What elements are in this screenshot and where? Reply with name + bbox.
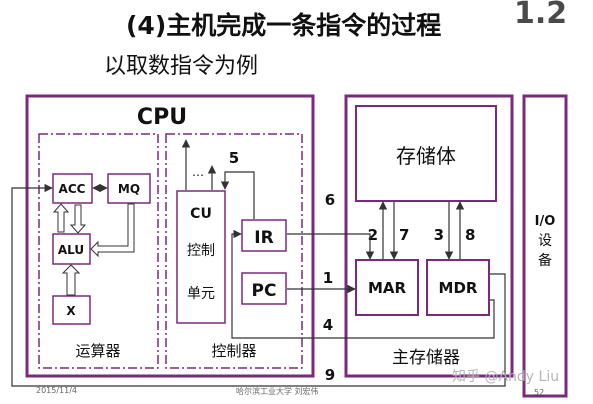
ir-label: IR bbox=[254, 228, 273, 248]
cu-ellipsis: … bbox=[192, 165, 204, 179]
step8-label: 8 bbox=[465, 226, 475, 244]
io-label-line3: 备 bbox=[538, 252, 552, 269]
control-group-frame bbox=[165, 133, 303, 369]
alu-group-frame bbox=[38, 133, 159, 369]
watermark: 知乎 @Andy Liu bbox=[452, 369, 560, 385]
alu-acc-down-arrow bbox=[69, 204, 87, 234]
memory-label: 主存储器 bbox=[392, 348, 460, 368]
acc-label: ACC bbox=[59, 182, 86, 196]
mdr-register bbox=[426, 259, 490, 316]
mar-label: MAR bbox=[368, 279, 407, 297]
step5-path bbox=[220, 171, 255, 219]
step6-label: 6 bbox=[325, 191, 335, 209]
memory-frame bbox=[344, 94, 514, 378]
footer-date: 2015/11/4 bbox=[36, 386, 78, 395]
x-label: X bbox=[66, 304, 76, 318]
step4-label: 4 bbox=[323, 316, 333, 334]
mq-register bbox=[107, 173, 151, 204]
storage-body-label: 存储体 bbox=[396, 144, 456, 168]
cu-unit bbox=[176, 190, 226, 324]
step3-label: 3 bbox=[434, 226, 444, 244]
step4-path bbox=[231, 229, 495, 339]
step9-path bbox=[11, 183, 506, 387]
footer-page: 52 bbox=[534, 388, 545, 397]
x-register bbox=[52, 295, 91, 325]
slide-subtitle: 以取数指令为例 bbox=[104, 54, 259, 79]
cu-desc-1: 控制 bbox=[187, 243, 215, 259]
slide-title: (4)主机完成一条指令的过程 bbox=[126, 11, 442, 40]
alu-unit bbox=[52, 233, 91, 265]
acc-register bbox=[52, 173, 93, 204]
step5-label: 5 bbox=[229, 149, 239, 167]
cu-desc-2: 单元 bbox=[187, 286, 215, 302]
cpu-label: CPU bbox=[137, 105, 187, 130]
mar-register bbox=[355, 259, 419, 316]
pc-register bbox=[241, 272, 287, 305]
mq-label: MQ bbox=[118, 182, 140, 196]
pc-label: PC bbox=[252, 281, 277, 301]
x-alu-arrow bbox=[61, 264, 81, 296]
step2-label: 2 bbox=[368, 226, 378, 244]
cpu-frame bbox=[25, 94, 315, 378]
alu-group-label: 运算器 bbox=[75, 342, 120, 360]
step6-path bbox=[287, 233, 375, 260]
alu-label: ALU bbox=[58, 243, 84, 257]
mdr-label: MDR bbox=[439, 279, 478, 297]
cu-label: CU bbox=[190, 206, 212, 222]
storage-body bbox=[355, 105, 497, 202]
mq-alu-arrow bbox=[90, 203, 135, 258]
io-label-line1: I/O bbox=[535, 214, 556, 229]
acc-alu-up-arrow bbox=[52, 203, 70, 233]
io-frame bbox=[522, 94, 568, 398]
io-label-line2: 设 bbox=[538, 233, 552, 249]
step9-label: 9 bbox=[325, 366, 335, 384]
ir-register bbox=[241, 219, 287, 252]
step1-label: 1 bbox=[323, 269, 333, 287]
step7-label: 7 bbox=[399, 226, 409, 244]
control-group-label: 控制器 bbox=[211, 342, 256, 360]
slide-number: 1.2 bbox=[514, 0, 568, 31]
footer-school: 哈尔滨工业大学 刘宏伟 bbox=[236, 387, 319, 396]
